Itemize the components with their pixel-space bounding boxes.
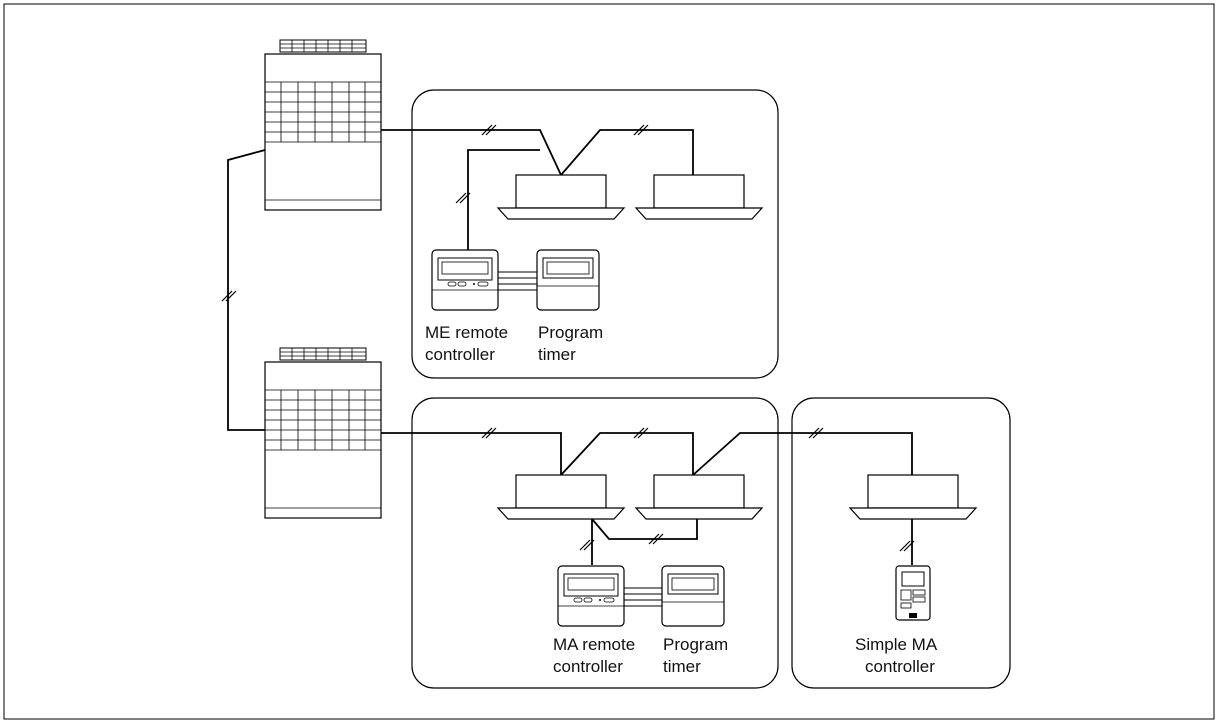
indoor-unit-2 [635, 174, 763, 220]
group-box-ma [411, 397, 779, 689]
ma-remote-controller-device [557, 565, 625, 627]
simple-ma-label-1: Simple MA [855, 635, 938, 654]
program-timer-1-device [536, 249, 600, 311]
outdoor-unit-bottom [264, 347, 382, 519]
program-timer-2-device [661, 565, 725, 627]
outdoor-unit-top [264, 39, 382, 211]
indoor-unit-4 [635, 474, 763, 520]
ma-remote-label-1: MA remote [553, 635, 635, 654]
program-timer-2-label-2: timer [663, 657, 701, 676]
group-box-simple-ma [791, 397, 1011, 689]
me-remote-controller-device [431, 249, 499, 311]
link-wires-1 [498, 271, 537, 291]
indoor-unit-3 [497, 474, 625, 520]
group-box-me [411, 89, 779, 379]
transmission-wiring [227, 129, 913, 565]
link-wires-2 [624, 587, 662, 607]
program-timer-1-label-1: Program [538, 323, 603, 342]
indoor-unit-1 [497, 174, 625, 220]
program-timer-1-label-2: timer [538, 345, 576, 364]
simple-ma-controller-device [895, 565, 931, 621]
me-remote-label-1: ME remote [425, 323, 508, 342]
me-remote-label-2: controller [425, 345, 495, 364]
ma-remote-label-2: controller [553, 657, 623, 676]
simple-ma-label-2: controller [865, 657, 935, 676]
indoor-unit-5 [849, 474, 977, 520]
program-timer-2-label-1: Program [663, 635, 728, 654]
